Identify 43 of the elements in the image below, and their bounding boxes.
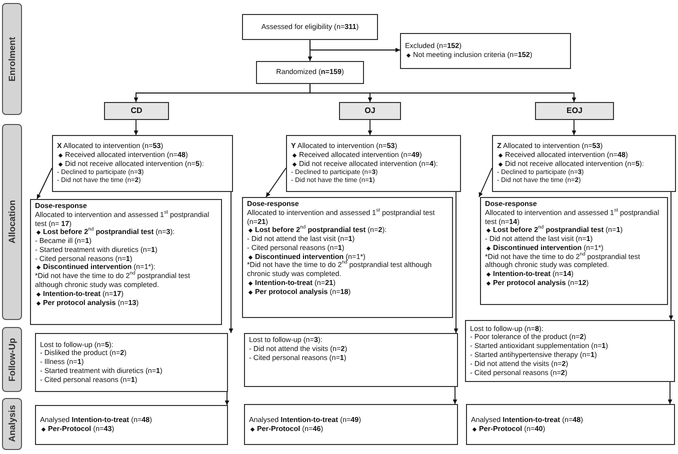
stage-band — [2, 124, 22, 320]
arrow — [224, 392, 230, 406]
box-text: CD — [130, 106, 142, 116]
arrow — [668, 192, 674, 320]
group-header-box — [104, 102, 169, 120]
stage-label: Analysis — [6, 405, 18, 443]
process-box — [256, 61, 364, 84]
stage-label: Enrolment — [6, 36, 18, 82]
arrow — [266, 168, 286, 198]
analysis-box — [35, 405, 228, 445]
exclusion-box — [400, 33, 571, 69]
arrow — [478, 168, 492, 198]
group-header-box — [535, 102, 614, 120]
box-text: OJ — [364, 106, 376, 116]
group-header-box — [339, 102, 401, 120]
arrow — [454, 192, 458, 334]
dose-response-box — [30, 199, 222, 325]
arrow — [134, 120, 138, 136]
dose-response-box — [480, 197, 668, 305]
stage-label: Follow-Up — [6, 338, 18, 382]
arrow — [310, 84, 576, 102]
dose-response-box — [242, 197, 453, 318]
arrow — [668, 382, 672, 404]
stage-label: Allocation — [6, 200, 18, 244]
arrow — [368, 120, 372, 136]
follow-up-box — [244, 333, 458, 387]
stage-band — [2, 398, 22, 450]
arrow — [308, 40, 312, 62]
allocation-box — [286, 135, 461, 192]
arrow — [572, 120, 576, 136]
follow-up-box — [465, 320, 675, 382]
analysis-box — [244, 404, 458, 445]
arrow — [452, 386, 458, 404]
stage-band — [2, 3, 22, 115]
box-text: EOJ — [566, 106, 582, 116]
arrow — [36, 168, 52, 200]
arrow — [228, 192, 234, 334]
allocation-box — [492, 135, 676, 192]
allocation-box — [52, 135, 233, 192]
process-box — [242, 14, 378, 40]
follow-up-box — [35, 333, 228, 392]
analysis-box — [466, 404, 675, 445]
stage-band — [2, 327, 22, 392]
